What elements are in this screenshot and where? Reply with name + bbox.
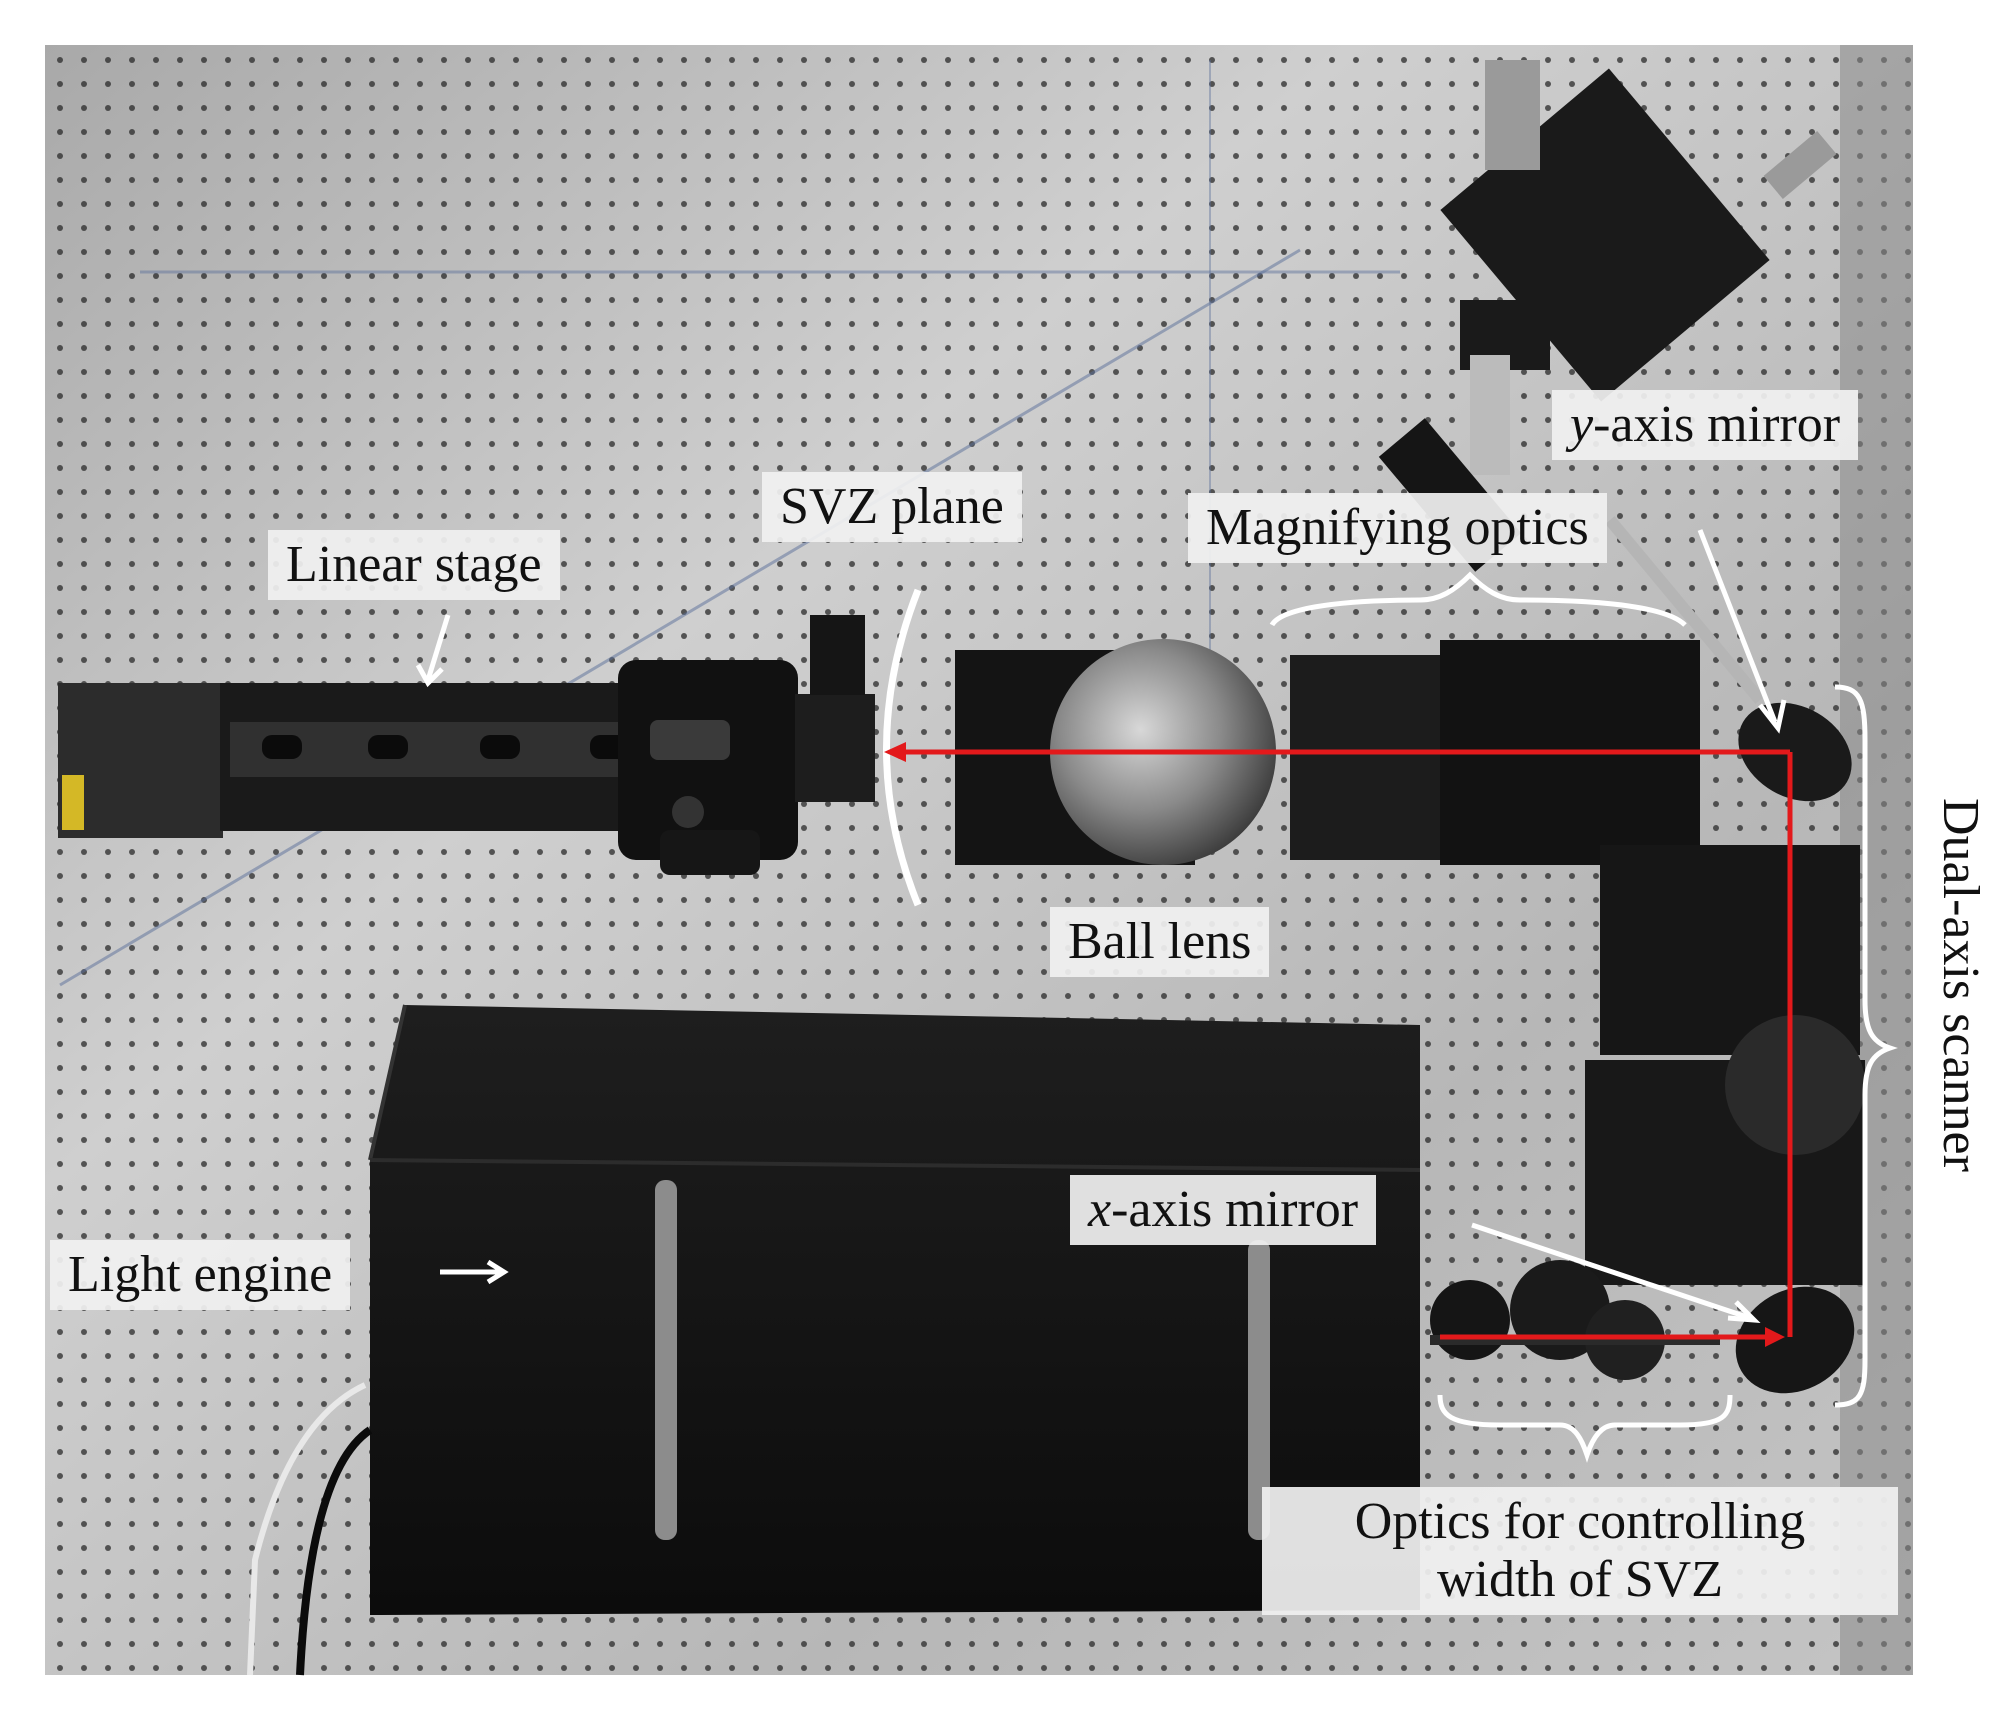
label-dual-axis-scanner: Dual-axis scanner — [1932, 798, 1989, 1172]
label-optics-svz-width: Optics for controlling width of SVZ — [1262, 1487, 1898, 1616]
x-axis-optics — [1430, 1260, 1855, 1394]
label-x-axis-text: -axis mirror — [1111, 1181, 1359, 1238]
label-svz-plane: SVZ plane — [762, 472, 1022, 543]
label-optics-line-2: width of SVZ — [1437, 1551, 1723, 1609]
label-y-axis-variable: y — [1570, 396, 1594, 453]
laser-beam — [884, 742, 1793, 1347]
annotation-pointers — [415, 529, 1898, 1463]
y-axis-mirror — [1738, 702, 1852, 802]
linear-stage — [58, 683, 665, 838]
label-x-axis-mirror: x-axis mirror — [1070, 1175, 1377, 1246]
label-light-engine: Light engine — [50, 1240, 351, 1311]
light-engine — [247, 1004, 1421, 1676]
label-linear-stage: Linear stage — [268, 530, 560, 601]
label-x-axis-variable: x — [1088, 1181, 1112, 1238]
camera — [618, 615, 875, 875]
label-magnifying-optics: Magnifying optics — [1188, 493, 1607, 564]
label-y-axis-text: -axis mirror — [1593, 396, 1841, 453]
label-ball-lens: Ball lens — [1050, 907, 1270, 978]
svz-plane-arc — [883, 588, 922, 907]
label-y-axis-mirror: y-axis mirror — [1552, 390, 1859, 461]
label-optics-line-1: Optics for controlling — [1354, 1493, 1806, 1550]
